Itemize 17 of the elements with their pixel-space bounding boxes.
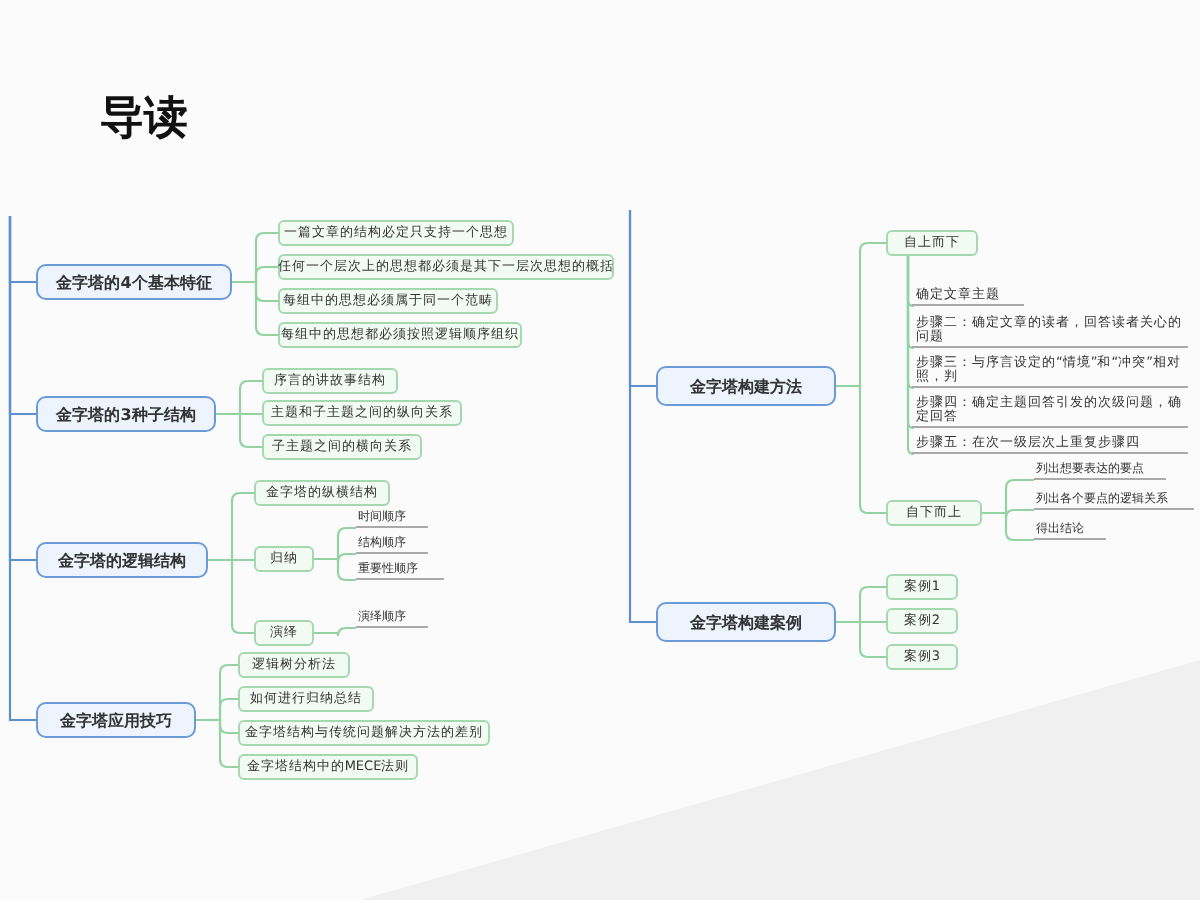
topic-box: 金字塔的4个基本特征 [36,264,232,300]
connector [232,280,278,337]
connector [836,620,886,659]
connector [314,626,356,638]
connector [216,412,262,449]
connector [628,210,656,624]
connector [196,718,238,769]
topic-box: 金字塔构建案例 [656,602,836,642]
topic-box: 金字塔构建方法 [656,366,836,406]
page-title: 导读 [100,92,188,148]
topic-box: 金字塔的3种子结构 [36,396,216,432]
topic-box: 金字塔应用技巧 [36,702,196,738]
topic-box: 金字塔的逻辑结构 [36,542,208,578]
connector [982,511,1034,542]
connector [208,558,254,635]
connector [8,216,36,722]
connector [314,557,356,582]
